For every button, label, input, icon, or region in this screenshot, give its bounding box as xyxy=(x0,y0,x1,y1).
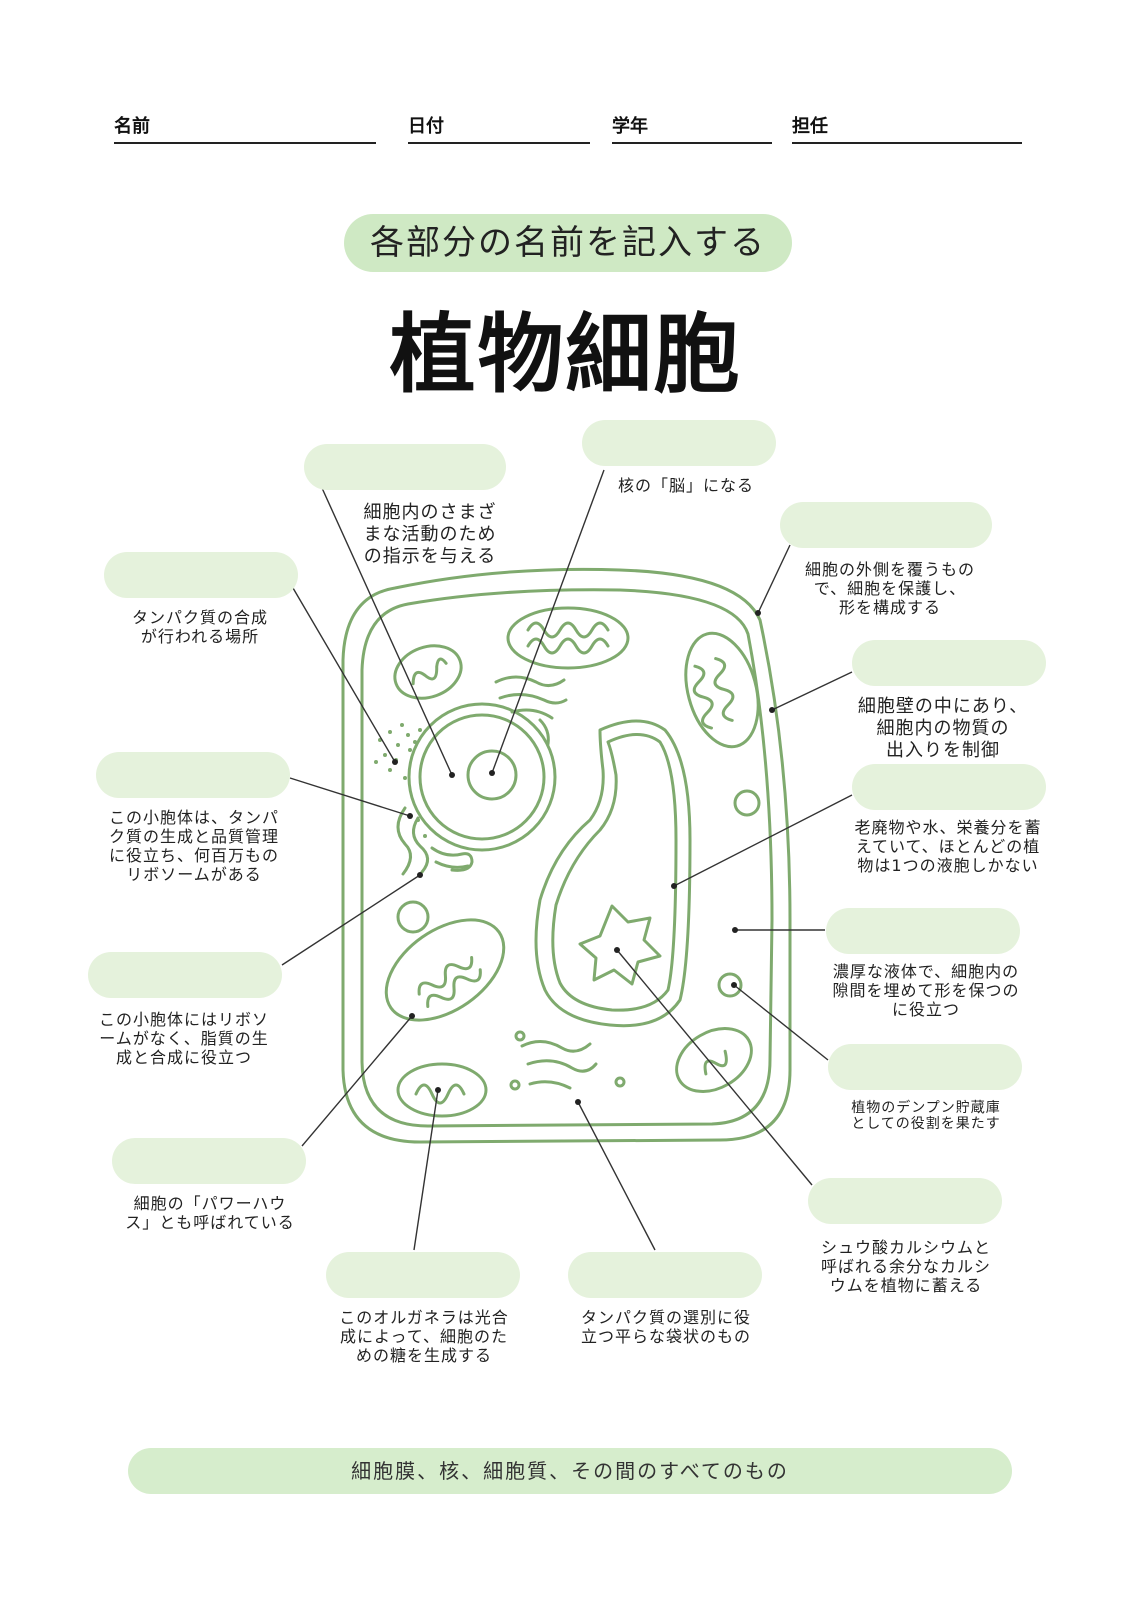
mitochondrion-bottom xyxy=(396,1062,488,1118)
answer-box-ribosome[interactable] xyxy=(104,552,298,598)
grade-field[interactable]: 学年 xyxy=(612,108,772,144)
desc-cell-membrane: 細胞壁の中にあり、 細胞内の物質の 出入りを制御 xyxy=(857,696,1029,761)
answer-box-cell-wall[interactable] xyxy=(780,502,992,548)
teacher-field[interactable]: 担任 xyxy=(792,108,1022,144)
teacher-line xyxy=(792,142,1022,144)
rough-er xyxy=(396,806,412,876)
bottom-answer-bar: 細胞膜、核、細胞質、その間のすべてのもの xyxy=(128,1448,1012,1494)
desc-nucleolus: 核の「脳」になる xyxy=(617,476,754,495)
nucleus-shape xyxy=(407,702,557,852)
answer-box-vacuole[interactable] xyxy=(852,764,1046,810)
date-field[interactable]: 日付 xyxy=(408,108,590,144)
desc-mitochondria: 細胞の「パワーハウ ス」とも呼ばれている xyxy=(125,1194,295,1232)
chloroplast-bottom-left xyxy=(384,918,506,1022)
ribosome-dots xyxy=(374,723,427,838)
answer-box-nucleolus[interactable] xyxy=(582,420,776,466)
answer-box-amyloplast[interactable] xyxy=(828,1044,1022,1090)
date-line xyxy=(408,142,590,144)
grade-line xyxy=(612,142,772,144)
answer-box-crystal[interactable] xyxy=(808,1178,1002,1224)
mitochondrion-left xyxy=(393,644,463,700)
mitochondrion-right xyxy=(675,1027,753,1093)
desc-cell-wall: 細胞の外側を覆うもの で、細胞を保護し、 形を構成する xyxy=(804,560,975,617)
golgi-top xyxy=(494,675,566,687)
teacher-label: 担任 xyxy=(792,116,828,137)
vacuole-shape xyxy=(534,719,692,1028)
desc-golgi: タンパク質の選別に役 立つ平らな袋状のもの xyxy=(580,1308,751,1346)
cell-wall-shape xyxy=(341,567,792,1144)
nuclear-envelope-inner xyxy=(418,713,546,841)
desc-smooth-er: この小胞体にはリボソ ームがなく、脂質の生 成と合成に役立つ xyxy=(98,1010,269,1067)
desc-cytoplasm: 濃厚な液体で、細胞内の 隙間を埋めて形を保つの に役立つ xyxy=(832,962,1020,1019)
crystal-shape xyxy=(578,904,662,986)
golgi-bottom xyxy=(520,1040,592,1053)
desc-chloroplast: このオルガネラは光合 成によって、細胞のた めの糖を生成する xyxy=(339,1308,509,1365)
name-field[interactable]: 名前 xyxy=(114,108,376,144)
name-label: 名前 xyxy=(114,116,150,137)
chloroplast-right xyxy=(684,631,760,749)
cell-membrane-shape xyxy=(360,588,774,1128)
vacuole-inner xyxy=(551,733,678,1012)
date-label: 日付 xyxy=(408,116,444,137)
amyloplast-shape xyxy=(717,972,743,998)
answer-box-golgi[interactable] xyxy=(568,1252,762,1298)
page-title: 植物細胞 xyxy=(389,305,742,405)
smooth-er xyxy=(430,846,474,872)
answer-box-chloroplast[interactable] xyxy=(326,1252,520,1298)
desc-rough-er: この小胞体は、タンパ ク質の生成と品質管理 に役立ち、何百万もの リボソームがあ… xyxy=(108,808,279,884)
nucleolus-shape xyxy=(466,749,518,801)
answer-box-mitochondria[interactable] xyxy=(112,1138,306,1184)
answer-box-rough-er[interactable] xyxy=(96,752,290,798)
name-line xyxy=(114,142,376,144)
answer-box-smooth-er[interactable] xyxy=(88,952,282,998)
desc-vacuole: 老廃物や水、栄養分を蓄 えていて、ほとんどの植 物は1つの液胞しかない xyxy=(854,818,1042,875)
answer-box-nucleus[interactable] xyxy=(304,444,506,490)
grade-label: 学年 xyxy=(612,116,648,137)
desc-nucleus: 細胞内のさまざ まな活動のため の指示を与える xyxy=(363,502,497,567)
desc-ribosome: タンパク質の合成 が行われる場所 xyxy=(131,608,268,646)
answer-box-cell-membrane[interactable] xyxy=(852,640,1046,686)
vesicle xyxy=(396,900,430,934)
answer-box-cytoplasm[interactable] xyxy=(826,908,1020,954)
instruction-pill: 各部分の名前を記入する xyxy=(344,214,792,272)
desc-crystal: シュウ酸カルシウムと 呼ばれる余分なカルシ ウムを植物に蓄える xyxy=(820,1238,991,1295)
vesicle xyxy=(733,789,761,817)
desc-amyloplast: 植物のデンプン貯蔵庫 としての役割を果たす xyxy=(851,1100,1001,1132)
chloroplast-top-thylakoid xyxy=(526,621,610,639)
chloroplast-top xyxy=(506,606,630,670)
